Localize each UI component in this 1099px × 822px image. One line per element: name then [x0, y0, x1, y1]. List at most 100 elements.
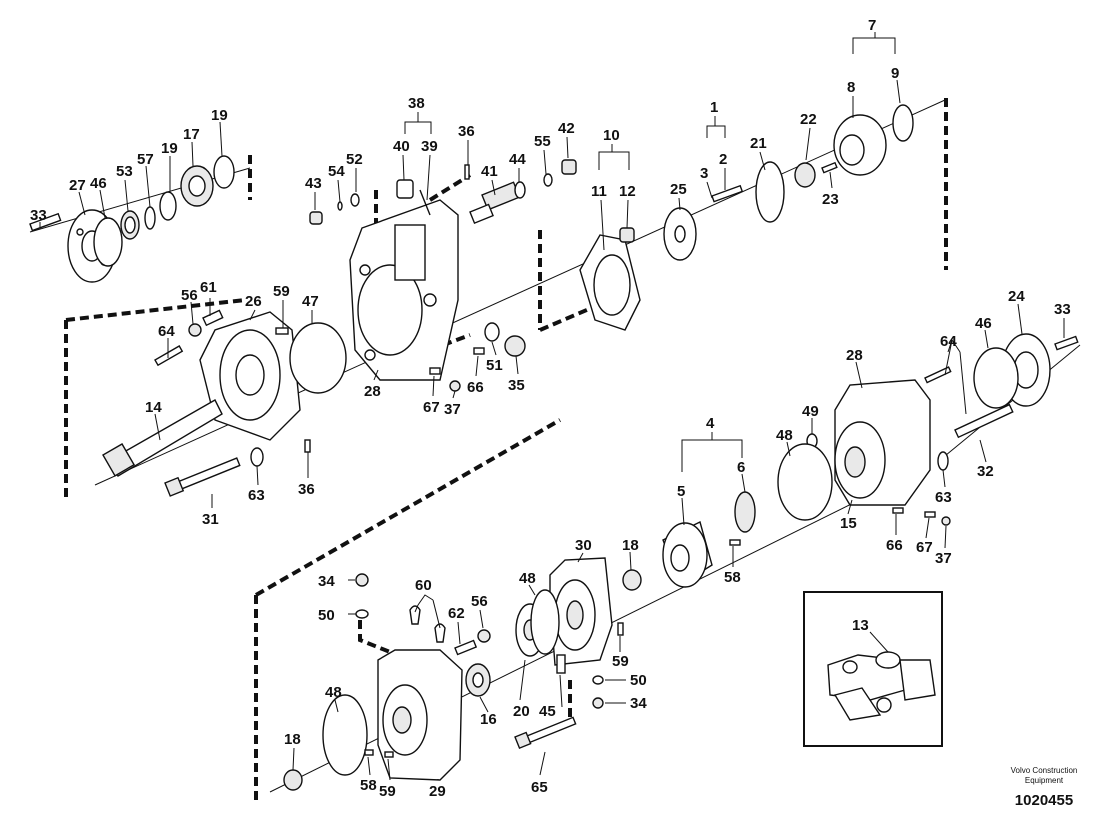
part-33b-bolt — [1054, 335, 1079, 351]
part-66-pin — [473, 347, 485, 355]
callout-31: 31 — [202, 511, 219, 528]
callout-42: 42 — [558, 120, 575, 137]
callout-32: 32 — [977, 463, 994, 480]
callout-66a: 66 — [467, 379, 484, 396]
callout-53: 53 — [116, 163, 133, 180]
part-22-holder — [794, 162, 816, 188]
callout-65: 65 — [531, 779, 548, 796]
part-17-bearing — [180, 165, 214, 207]
callout-11: 11 — [591, 183, 607, 200]
part-46b-o-ring — [973, 347, 1019, 409]
callout-22: 22 — [800, 111, 817, 128]
part-56b-plug — [477, 629, 491, 643]
part-64-bolt — [154, 345, 184, 367]
credit-line-1: Volvo Construction — [1010, 766, 1078, 775]
callout-46b: 46 — [975, 315, 992, 332]
part-62-screw — [454, 639, 478, 656]
part-34b-plug — [592, 697, 604, 709]
callout-67a: 67 — [423, 399, 440, 416]
callout-46a: 46 — [90, 175, 107, 192]
callout-26: 26 — [245, 293, 262, 310]
callout-1: 1 — [710, 99, 718, 116]
part-57-snap-ring — [144, 206, 156, 230]
callout-48a: 48 — [776, 427, 793, 444]
part-25-hole — [674, 225, 686, 243]
callout-4: 4 — [706, 415, 715, 432]
callout-17: 17 — [183, 126, 200, 143]
callout-59c: 59 — [379, 783, 396, 800]
callout-33a: 33 — [30, 207, 47, 224]
part-18b-bushing — [283, 769, 303, 791]
callout-35: 35 — [508, 377, 525, 394]
part-60-fittings — [409, 605, 446, 643]
callout-21: 21 — [750, 135, 767, 152]
callout-58b: 58 — [360, 777, 377, 794]
callout-59a: 59 — [273, 283, 290, 300]
callout-36b: 36 — [298, 481, 315, 498]
callout-38: 38 — [408, 95, 425, 112]
part-28b-housing — [834, 379, 931, 506]
part-36-pin — [464, 164, 470, 180]
callout-19b: 19 — [211, 107, 228, 124]
callout-56a: 56 — [181, 287, 198, 304]
part-40-fitting — [396, 179, 414, 199]
part-8-cylinder-block — [833, 114, 887, 176]
callout-51: 51 — [486, 357, 503, 374]
part-16-gear — [465, 663, 491, 697]
callout-63a: 63 — [248, 487, 265, 504]
part-67-pin — [429, 367, 441, 375]
callout-10: 10 — [603, 127, 620, 144]
part-39-pin — [419, 189, 431, 216]
callout-45: 45 — [539, 703, 556, 720]
part-67b-pin — [924, 511, 936, 518]
part-53-bearing — [120, 210, 140, 240]
callout-64a: 64 — [158, 323, 175, 340]
callout-13: 13 — [852, 617, 869, 634]
callout-15: 15 — [840, 515, 857, 532]
callout-27: 27 — [69, 177, 86, 194]
callout-24: 24 — [1008, 288, 1025, 305]
part-3-pin — [711, 184, 744, 203]
part-59c-pin — [384, 751, 394, 758]
part-61-screw — [202, 309, 224, 327]
part-55-o-ring — [543, 173, 553, 187]
part-52-o-ring — [350, 193, 360, 207]
callout-61: 61 — [200, 279, 217, 296]
diagram-code: 1020455 — [1014, 792, 1074, 809]
part-58b-pin — [364, 749, 374, 756]
part-37-screw — [449, 380, 461, 392]
callout-39: 39 — [421, 138, 438, 155]
callout-29: 29 — [429, 783, 446, 800]
part-47-o-ring — [289, 322, 347, 394]
callout-28a: 28 — [364, 383, 381, 400]
callout-37b: 37 — [935, 550, 952, 567]
part-45-key — [556, 654, 566, 674]
callout-40: 40 — [393, 138, 410, 155]
credit-line-2: Equipment — [1024, 776, 1064, 785]
callout-16: 16 — [480, 711, 497, 728]
part-63-washer — [250, 447, 264, 467]
callout-12: 12 — [619, 183, 636, 200]
part-37b-screw — [941, 516, 951, 526]
part-64b-bolt — [924, 366, 952, 384]
callout-59b: 59 — [612, 653, 629, 670]
callout-25: 25 — [670, 181, 687, 198]
callout-64b: 64 — [940, 333, 957, 350]
part-66b-pin — [892, 507, 904, 514]
part-26-flange — [199, 311, 301, 441]
part-23-spring — [821, 161, 838, 174]
part-48b-o-ring — [530, 589, 560, 655]
part-12-pin — [619, 227, 635, 243]
callout-20: 20 — [513, 703, 530, 720]
callout-60: 60 — [415, 577, 432, 594]
part-32-bolt — [954, 403, 1014, 439]
publisher-credit: Volvo Construction Equipment 1020455 — [990, 766, 1098, 809]
callout-44: 44 — [509, 151, 526, 168]
part-28-housing — [349, 199, 459, 381]
callout-9: 9 — [891, 65, 899, 82]
leader-lines — [39, 32, 1065, 781]
part-34a-plug — [355, 573, 369, 587]
part-50a-o-ring — [355, 609, 369, 619]
